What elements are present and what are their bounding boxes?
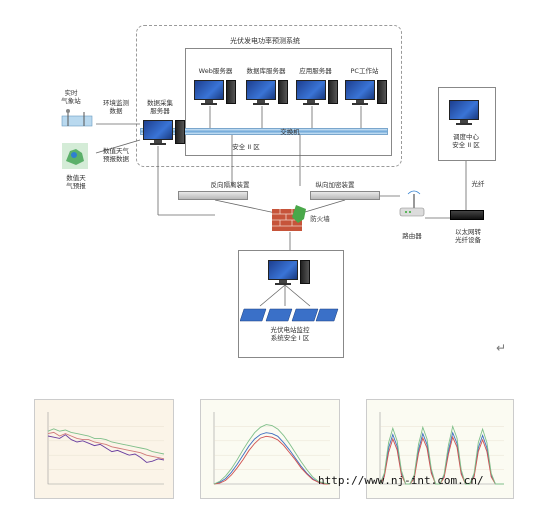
chart-series-line — [47, 431, 165, 460]
monitor-icon — [143, 120, 173, 146]
switch-label: 交换机 — [280, 128, 300, 136]
server-db-label: 数据库服务器 — [246, 67, 286, 75]
server-tower-icon — [300, 260, 310, 284]
monitor-icon — [246, 80, 276, 106]
server-app-label: 应用服务器 — [299, 67, 332, 75]
dispatch-center-box — [438, 87, 496, 161]
nwp-label: 数值天气 预报数据 — [103, 147, 129, 163]
reverse-isolation-label: 纵向加密装置 — [315, 181, 355, 189]
server-tower-icon — [278, 80, 288, 104]
server-web-label: Web服务器 — [198, 67, 233, 75]
safety-zone-2-label: 安全 II 区 — [232, 143, 260, 151]
server-tower-icon — [175, 120, 185, 144]
env-monitor-label: 环境监测 数据 — [103, 99, 129, 115]
server-tower-icon — [328, 80, 338, 104]
return-mark: ↵ — [496, 341, 507, 355]
chart-series-line — [213, 435, 330, 485]
monitor-zone-box — [238, 250, 344, 358]
chart-axes — [213, 412, 330, 485]
firewall-icon — [272, 205, 306, 231]
chart-series-line — [47, 428, 165, 455]
prediction-system-zone — [136, 25, 402, 167]
fiber-label: 光纤 — [471, 180, 485, 188]
server-tower-icon — [377, 80, 387, 104]
ethernet-label: 以太网转 光纤设备 — [455, 228, 481, 244]
weather-station-label: 实时 气象站 — [61, 89, 81, 105]
chart-series-line — [213, 432, 330, 485]
server-tower-icon — [226, 80, 236, 104]
weather-station-icon — [61, 109, 93, 127]
chart-panel-2 — [200, 399, 340, 499]
weather-map-icon — [62, 143, 88, 169]
ethernet-fiber-device — [450, 210, 484, 220]
chart-series-line — [47, 434, 165, 463]
monitor-icon — [268, 260, 298, 286]
switch-bar — [140, 128, 388, 135]
monitor-icon — [345, 80, 375, 106]
forward-isolation-label: 反向隔离装置 — [210, 181, 250, 189]
monitor-icon — [449, 100, 479, 126]
router-icon — [399, 190, 425, 217]
system-title: 光伏发电功率预测系统 — [230, 37, 300, 45]
chart-panel-1 — [34, 399, 174, 499]
monitor-icon — [194, 80, 224, 106]
chart-series-line — [379, 424, 504, 485]
monitor-zone-label: 光伏电站监控 系统安全 I 区 — [270, 326, 310, 342]
chart-series-line — [379, 435, 504, 485]
monitor-icon — [296, 80, 326, 106]
chart-series-line — [213, 424, 331, 485]
watermark: http://www.nj-int.com.cn/ — [318, 474, 484, 487]
server-group — [185, 48, 392, 156]
forward-isolation-device — [178, 191, 248, 200]
data-server-label: 数据采集 服务器 — [147, 99, 173, 115]
dispatch-center-label: 调度中心 安全 II 区 — [452, 133, 480, 149]
router-label: 路由器 — [402, 232, 422, 240]
firewall-label: 防火墙 — [310, 215, 330, 223]
solar-panels-icon — [240, 308, 339, 322]
nwp-server-label: 数值天 气预报 — [66, 174, 86, 190]
chart-panel-3 — [366, 399, 514, 499]
server-pc-label: PC工作站 — [350, 67, 379, 75]
reverse-isolation-device — [310, 191, 380, 200]
